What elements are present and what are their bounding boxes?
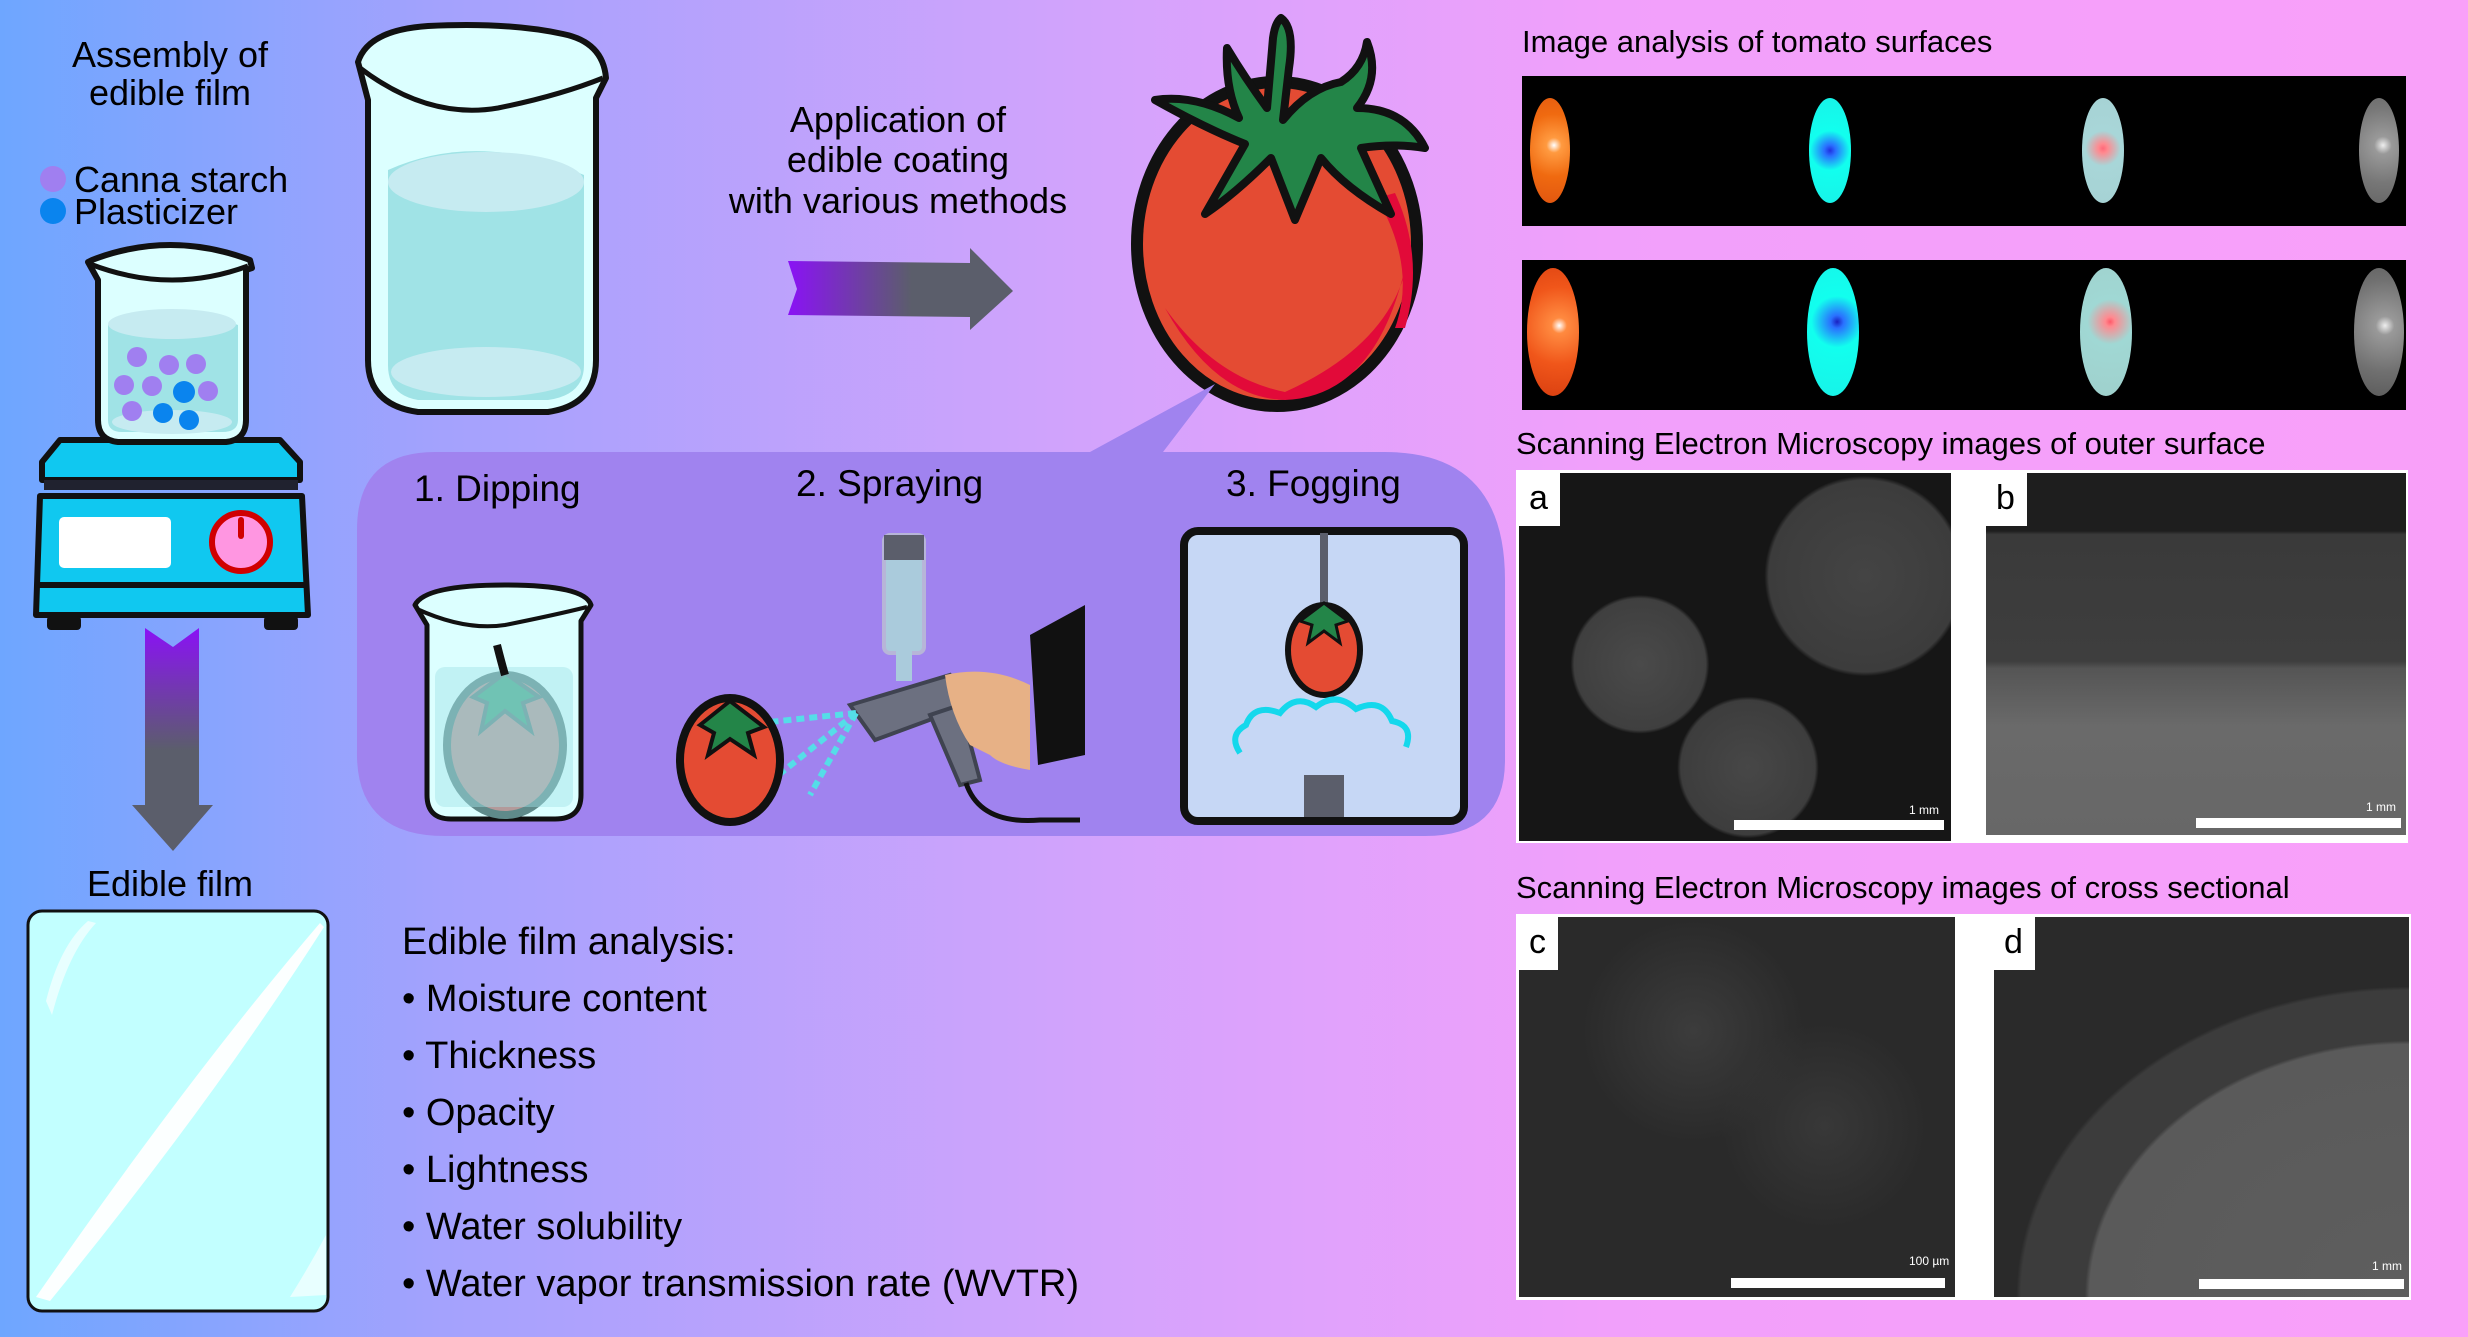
application-line2: edible coating (786, 139, 1010, 181)
legend-label: Plasticizer (74, 191, 239, 232)
tomato-grayscale-image (2359, 98, 2399, 203)
analysis-item-wvtr: • Water vapor transmission rate (WVTR) (402, 1263, 1080, 1305)
scale-bar (1734, 820, 1944, 830)
plasticizer-dot-icon (40, 198, 66, 224)
analysis-item-opacity: • Opacity (402, 1092, 555, 1134)
analysis-title: Edible film analysis: (402, 921, 736, 963)
scale-label: 100 µm (1909, 1254, 1950, 1268)
scale-label: 1 mm (2372, 1259, 2402, 1273)
sem-image-d: d 1 mm (1994, 917, 2409, 1297)
scale-bar (2199, 1279, 2404, 1289)
spraying-illustration (676, 533, 1085, 826)
sem-panel-label-d: d (1994, 917, 2035, 970)
tomato-rgb-image (1527, 268, 1579, 396)
analysis-item-water-solubility: • Water solubility (402, 1206, 683, 1248)
image-analysis-title: Image analysis of tomato surfaces (1522, 24, 1993, 59)
sem-panel-label-c: c (1519, 917, 1558, 970)
tomato-illustration (1131, 14, 1429, 412)
beaker-on-stirrer-illustration (33, 242, 311, 630)
assembly-title-line1: Assembly of (71, 34, 269, 75)
analysis-item-lightness: • Lightness (402, 1149, 589, 1191)
analysis-item-moisture: • Moisture content (402, 978, 707, 1020)
tomato-hue-image (1807, 268, 1859, 396)
sem-cross-figure: c 100 µm d 1 mm (1516, 914, 2411, 1300)
scale-bar (2196, 818, 2401, 828)
application-line3: with various methods (728, 179, 1068, 221)
application-label: Application of edible coating with vario… (688, 99, 1108, 221)
large-beaker-illustration (355, 22, 609, 415)
sem-panel-label-a: a (1519, 473, 1560, 526)
sem-cross-title: Scanning Electron Microscopy images of c… (1516, 870, 2290, 905)
image-analysis-strip-2 (1522, 260, 2406, 410)
tomato-hue-image (1809, 98, 1851, 203)
method-dipping-label: 1. Dipping (414, 468, 581, 509)
tomato-saturation-image (2080, 268, 2132, 396)
tomato-saturation-image (2082, 98, 2124, 203)
application-line1: Application of (789, 99, 1007, 140)
canna-starch-dot-icon (40, 166, 66, 192)
tomato-rgb-image (1530, 98, 1570, 203)
scale-label: 1 mm (1909, 803, 1939, 817)
image-analysis-strip-1 (1522, 76, 2406, 226)
assembly-title: Assembly of edible film (40, 36, 300, 112)
method-spraying-label: 2. Spraying (796, 463, 984, 504)
edible-film-illustration (26, 909, 330, 1313)
analysis-item-thickness: • Thickness (402, 1035, 597, 1077)
sem-outer-figure: a 1 mm b 1 mm (1516, 470, 2408, 843)
sem-panel-label-b: b (1986, 473, 2027, 526)
scale-bar (1731, 1278, 1945, 1288)
scale-label: 1 mm (2366, 800, 2396, 814)
assembly-title-line2: edible film (88, 71, 252, 113)
sem-image-a: a 1 mm (1519, 473, 1951, 841)
fogging-illustration (1180, 527, 1468, 825)
dipping-illustration (412, 582, 594, 822)
sem-image-b: b 1 mm (1986, 473, 2406, 835)
tomato-grayscale-image (2354, 268, 2404, 396)
down-arrow-icon (132, 628, 213, 851)
right-arrow-icon (788, 248, 1013, 330)
legend-label: Canna starch (74, 159, 289, 200)
sem-image-c: c 100 µm (1519, 917, 1955, 1297)
sem-outer-title: Scanning Electron Microscopy images of o… (1516, 426, 2266, 461)
edible-film-label: Edible film (86, 863, 254, 904)
method-fogging-label: 3. Fogging (1226, 463, 1401, 504)
